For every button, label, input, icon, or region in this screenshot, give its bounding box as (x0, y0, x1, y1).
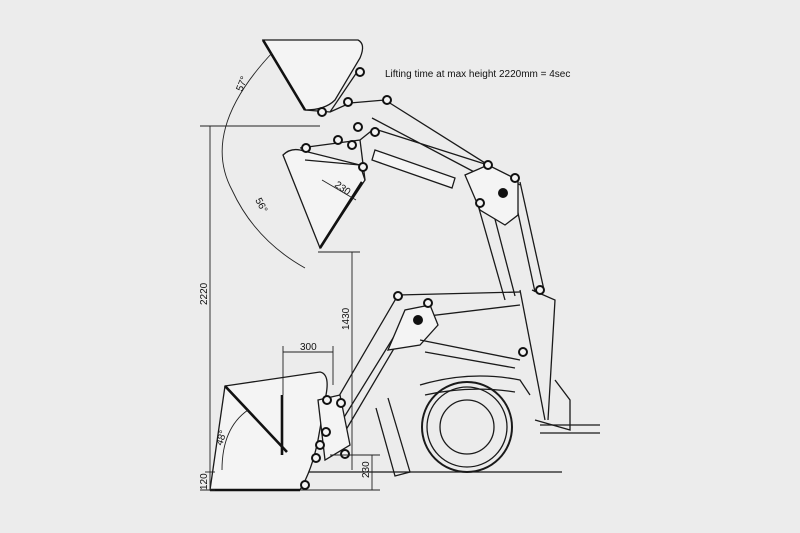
bucket-mid-edge (318, 181, 364, 249)
wheel-hub (439, 399, 495, 455)
tractor-wheel (421, 381, 513, 473)
angle-57-label: 57° (235, 75, 251, 93)
support-stand (375, 397, 411, 477)
bucket-low-floor (224, 385, 288, 453)
tractor-body (419, 375, 531, 396)
raised-cylinder (371, 149, 456, 189)
dim-230-line (300, 454, 380, 491)
bucket-mid-position (282, 148, 366, 250)
dim-300-label: 300 (300, 342, 317, 353)
dim-230-clearance-label: 230 (361, 461, 372, 478)
frame-column (519, 289, 571, 431)
lower-pivot-plate (386, 304, 439, 351)
dim-120-label: 120 (199, 473, 210, 490)
angle-48-label: 48° (214, 429, 229, 447)
angle-56-label: 56° (252, 196, 269, 215)
pivot-bracket (464, 164, 519, 226)
arc-57-56 (221, 52, 306, 269)
dim-1430-label: 1430 (341, 307, 352, 330)
dim-1430-line (318, 251, 360, 470)
wheel-rim (426, 386, 508, 468)
lifting-time-note: Lifting time at max height 2220mm = 4sec (385, 69, 570, 80)
dim-2220-label: 2220 (199, 282, 210, 305)
bucket-top-position (261, 39, 364, 111)
lower-link (419, 339, 521, 369)
lower-bucket-link (317, 394, 351, 462)
pivot-pins (300, 67, 545, 490)
bucket-top-edge (261, 39, 307, 111)
dim-300-line (282, 346, 334, 395)
bucket-depth-dim (321, 179, 357, 201)
dim-2220-line (200, 125, 320, 491)
arc-48 (221, 409, 249, 471)
